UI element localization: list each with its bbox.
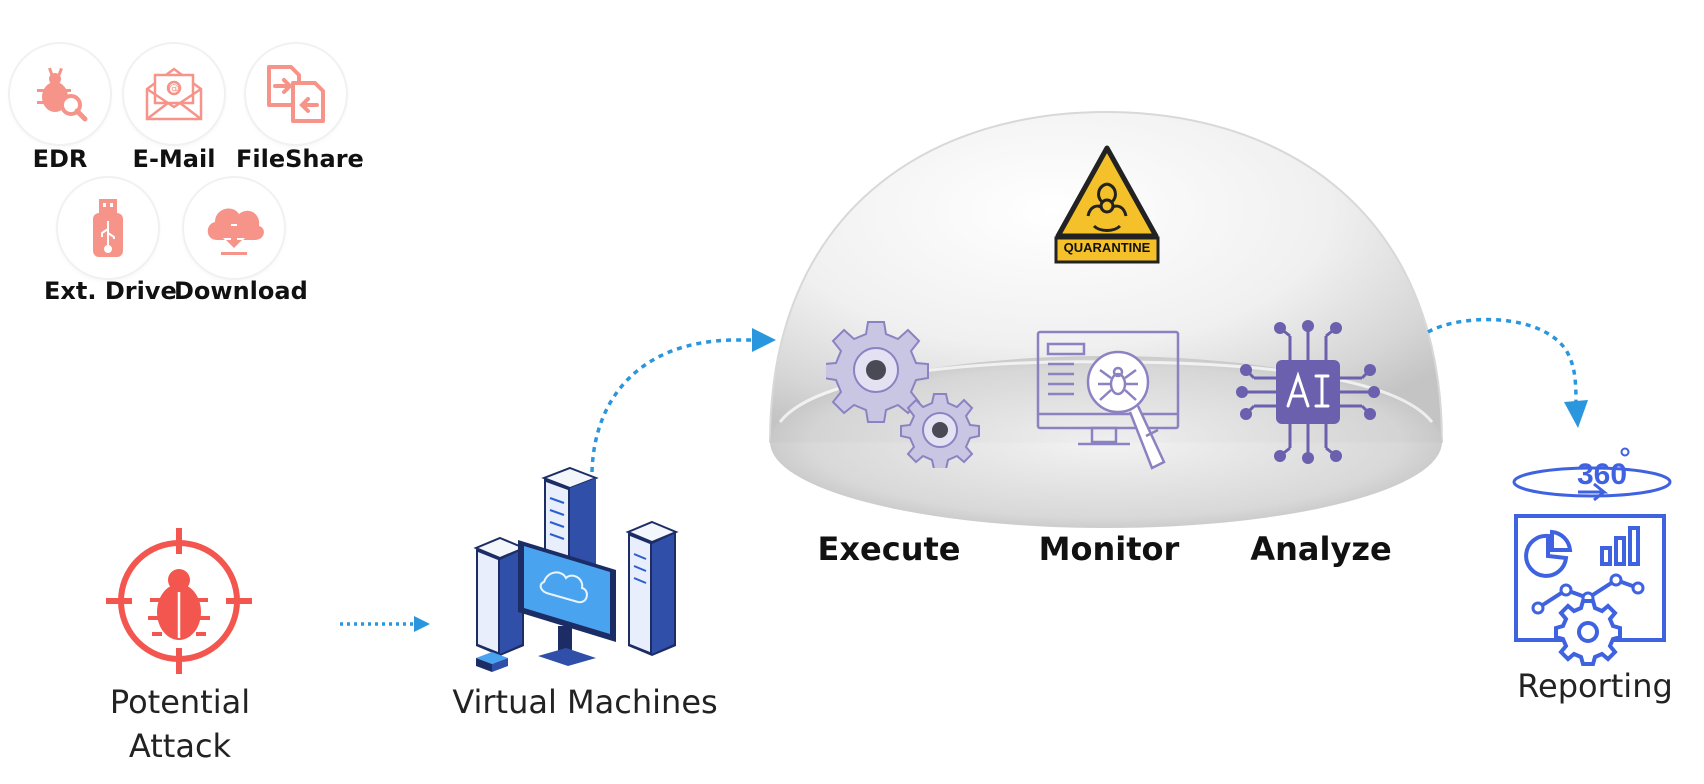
quarantine-sign-text: QUARANTINE — [1063, 240, 1151, 255]
source-ext-drive — [58, 178, 158, 278]
servers-computer-icon — [473, 466, 679, 672]
source-label-download: Download — [174, 277, 308, 305]
report-dashboard-icon: 360 — [1512, 447, 1672, 666]
vms-label: Virtual Machines — [452, 683, 718, 721]
source-download — [184, 178, 284, 278]
arrow-attack-to-vms — [340, 616, 430, 632]
biohazard-warning-icon — [1054, 145, 1160, 264]
attack-label-line2: Attack — [128, 727, 232, 765]
usb-drive-icon — [93, 199, 123, 257]
source-label-edr: EDR — [32, 145, 88, 173]
stage-label-analyze: Analyze — [1250, 530, 1392, 568]
bug-search-icon — [37, 67, 88, 122]
attack-label: Potential Attack — [90, 680, 270, 768]
source-label-email: E-Mail — [132, 145, 216, 173]
stage-label-monitor: Monitor — [1038, 530, 1180, 568]
target-bug-icon — [106, 528, 252, 674]
email-envelope-icon: @ — [145, 67, 203, 121]
source-edr — [10, 44, 110, 144]
stage-label-execute: Execute — [817, 530, 961, 568]
source-label-ext-drive: Ext. Drive — [44, 277, 177, 305]
source-email: @ — [124, 44, 224, 144]
monitor-spider-icon — [1036, 330, 1180, 470]
reporting-label: Reporting — [1517, 667, 1673, 705]
arrow-dome-to-reporting — [1427, 317, 1588, 428]
reporting-badge-text: 360 — [1577, 458, 1627, 491]
attack-label-line1: Potential — [109, 683, 251, 721]
svg-text:@: @ — [169, 82, 180, 95]
gears-icon — [826, 321, 980, 468]
source-fileshare — [246, 44, 346, 144]
arrow-vms-to-dome — [590, 328, 776, 473]
source-label-fileshare: FileShare — [236, 145, 364, 173]
file-share-icon — [267, 65, 325, 123]
cloud-download-icon — [207, 208, 264, 255]
ai-chip-icon — [1236, 320, 1380, 464]
